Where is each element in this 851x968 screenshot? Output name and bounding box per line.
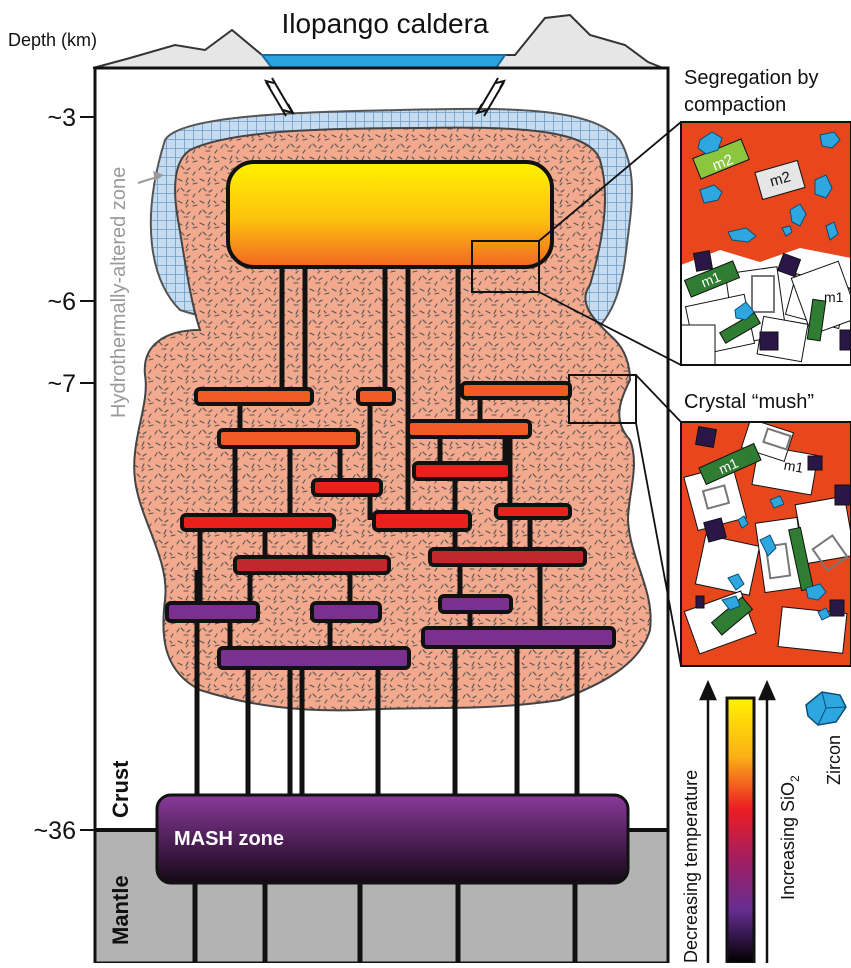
- sill: [310, 601, 382, 623]
- depth-axis-label: Depth (km): [8, 30, 97, 50]
- sample-box-segregation: [471, 240, 540, 293]
- feeder-dikes: [192, 265, 580, 963]
- sill: [421, 626, 616, 649]
- mantle-label: Mantle: [108, 875, 133, 945]
- inset-segregation-title-1: Segregation by: [684, 67, 819, 89]
- crystal-label-m2-b: m2: [768, 168, 793, 190]
- crystal-label-m1-c: m1: [716, 454, 740, 477]
- inset-mush: [681, 422, 851, 666]
- sill: [233, 555, 391, 575]
- caldera-landscape: [92, 13, 669, 71]
- sill: [406, 419, 532, 439]
- sill: [428, 547, 587, 567]
- temperature-color-bar: [725, 696, 756, 965]
- sill: [412, 461, 512, 481]
- inset-mush-title: Crystal “mush”: [684, 391, 814, 413]
- inset-connectors: [538, 121, 682, 667]
- crystal-label-m1-a: m1: [699, 268, 723, 290]
- sample-box-mush: [568, 374, 637, 424]
- depth-tick-36: ~36: [34, 817, 76, 845]
- sill: [217, 428, 360, 449]
- sill: [165, 601, 260, 623]
- mash-zone-label: MASH zone: [174, 828, 284, 850]
- sill: [217, 646, 411, 670]
- inset-segregation-title-2: compaction: [684, 94, 786, 116]
- crust-label: Crust: [108, 760, 133, 818]
- legend-temperature-label: Decreasing temperature: [681, 770, 701, 963]
- legend-zircon-label: Zircon: [824, 735, 844, 785]
- sill: [372, 510, 472, 532]
- sill: [311, 478, 383, 497]
- depth-tick-7: ~7: [47, 370, 76, 398]
- hydrothermal-zone-label: Hydrothermally-altered zone: [108, 167, 130, 418]
- crystal-label-m1-b: m1: [824, 289, 844, 305]
- upper-magma-chamber: [226, 160, 554, 269]
- magma-sills: [165, 381, 616, 670]
- inset-segregation: [681, 122, 851, 365]
- sill: [180, 513, 336, 532]
- sill: [356, 387, 396, 406]
- legend-silica-label: Increasing SiO2: [778, 775, 802, 900]
- mash-zone: [155, 793, 630, 885]
- sill: [438, 594, 513, 614]
- crystal-label-m2-a: m2: [710, 151, 736, 175]
- depth-tick-6: ~6: [47, 288, 76, 316]
- depth-tick-3: ~3: [47, 104, 76, 132]
- sill: [460, 381, 572, 400]
- legend-arrows: [699, 679, 776, 963]
- sill: [494, 503, 572, 520]
- ring-fault-arrows: [263, 77, 507, 117]
- depth-ticks: [80, 116, 95, 831]
- crystal-label-m1-d: m1: [783, 457, 805, 476]
- caldera-lake: [259, 54, 507, 69]
- caldera-title: Ilopango caldera: [281, 8, 488, 39]
- sill: [194, 387, 314, 406]
